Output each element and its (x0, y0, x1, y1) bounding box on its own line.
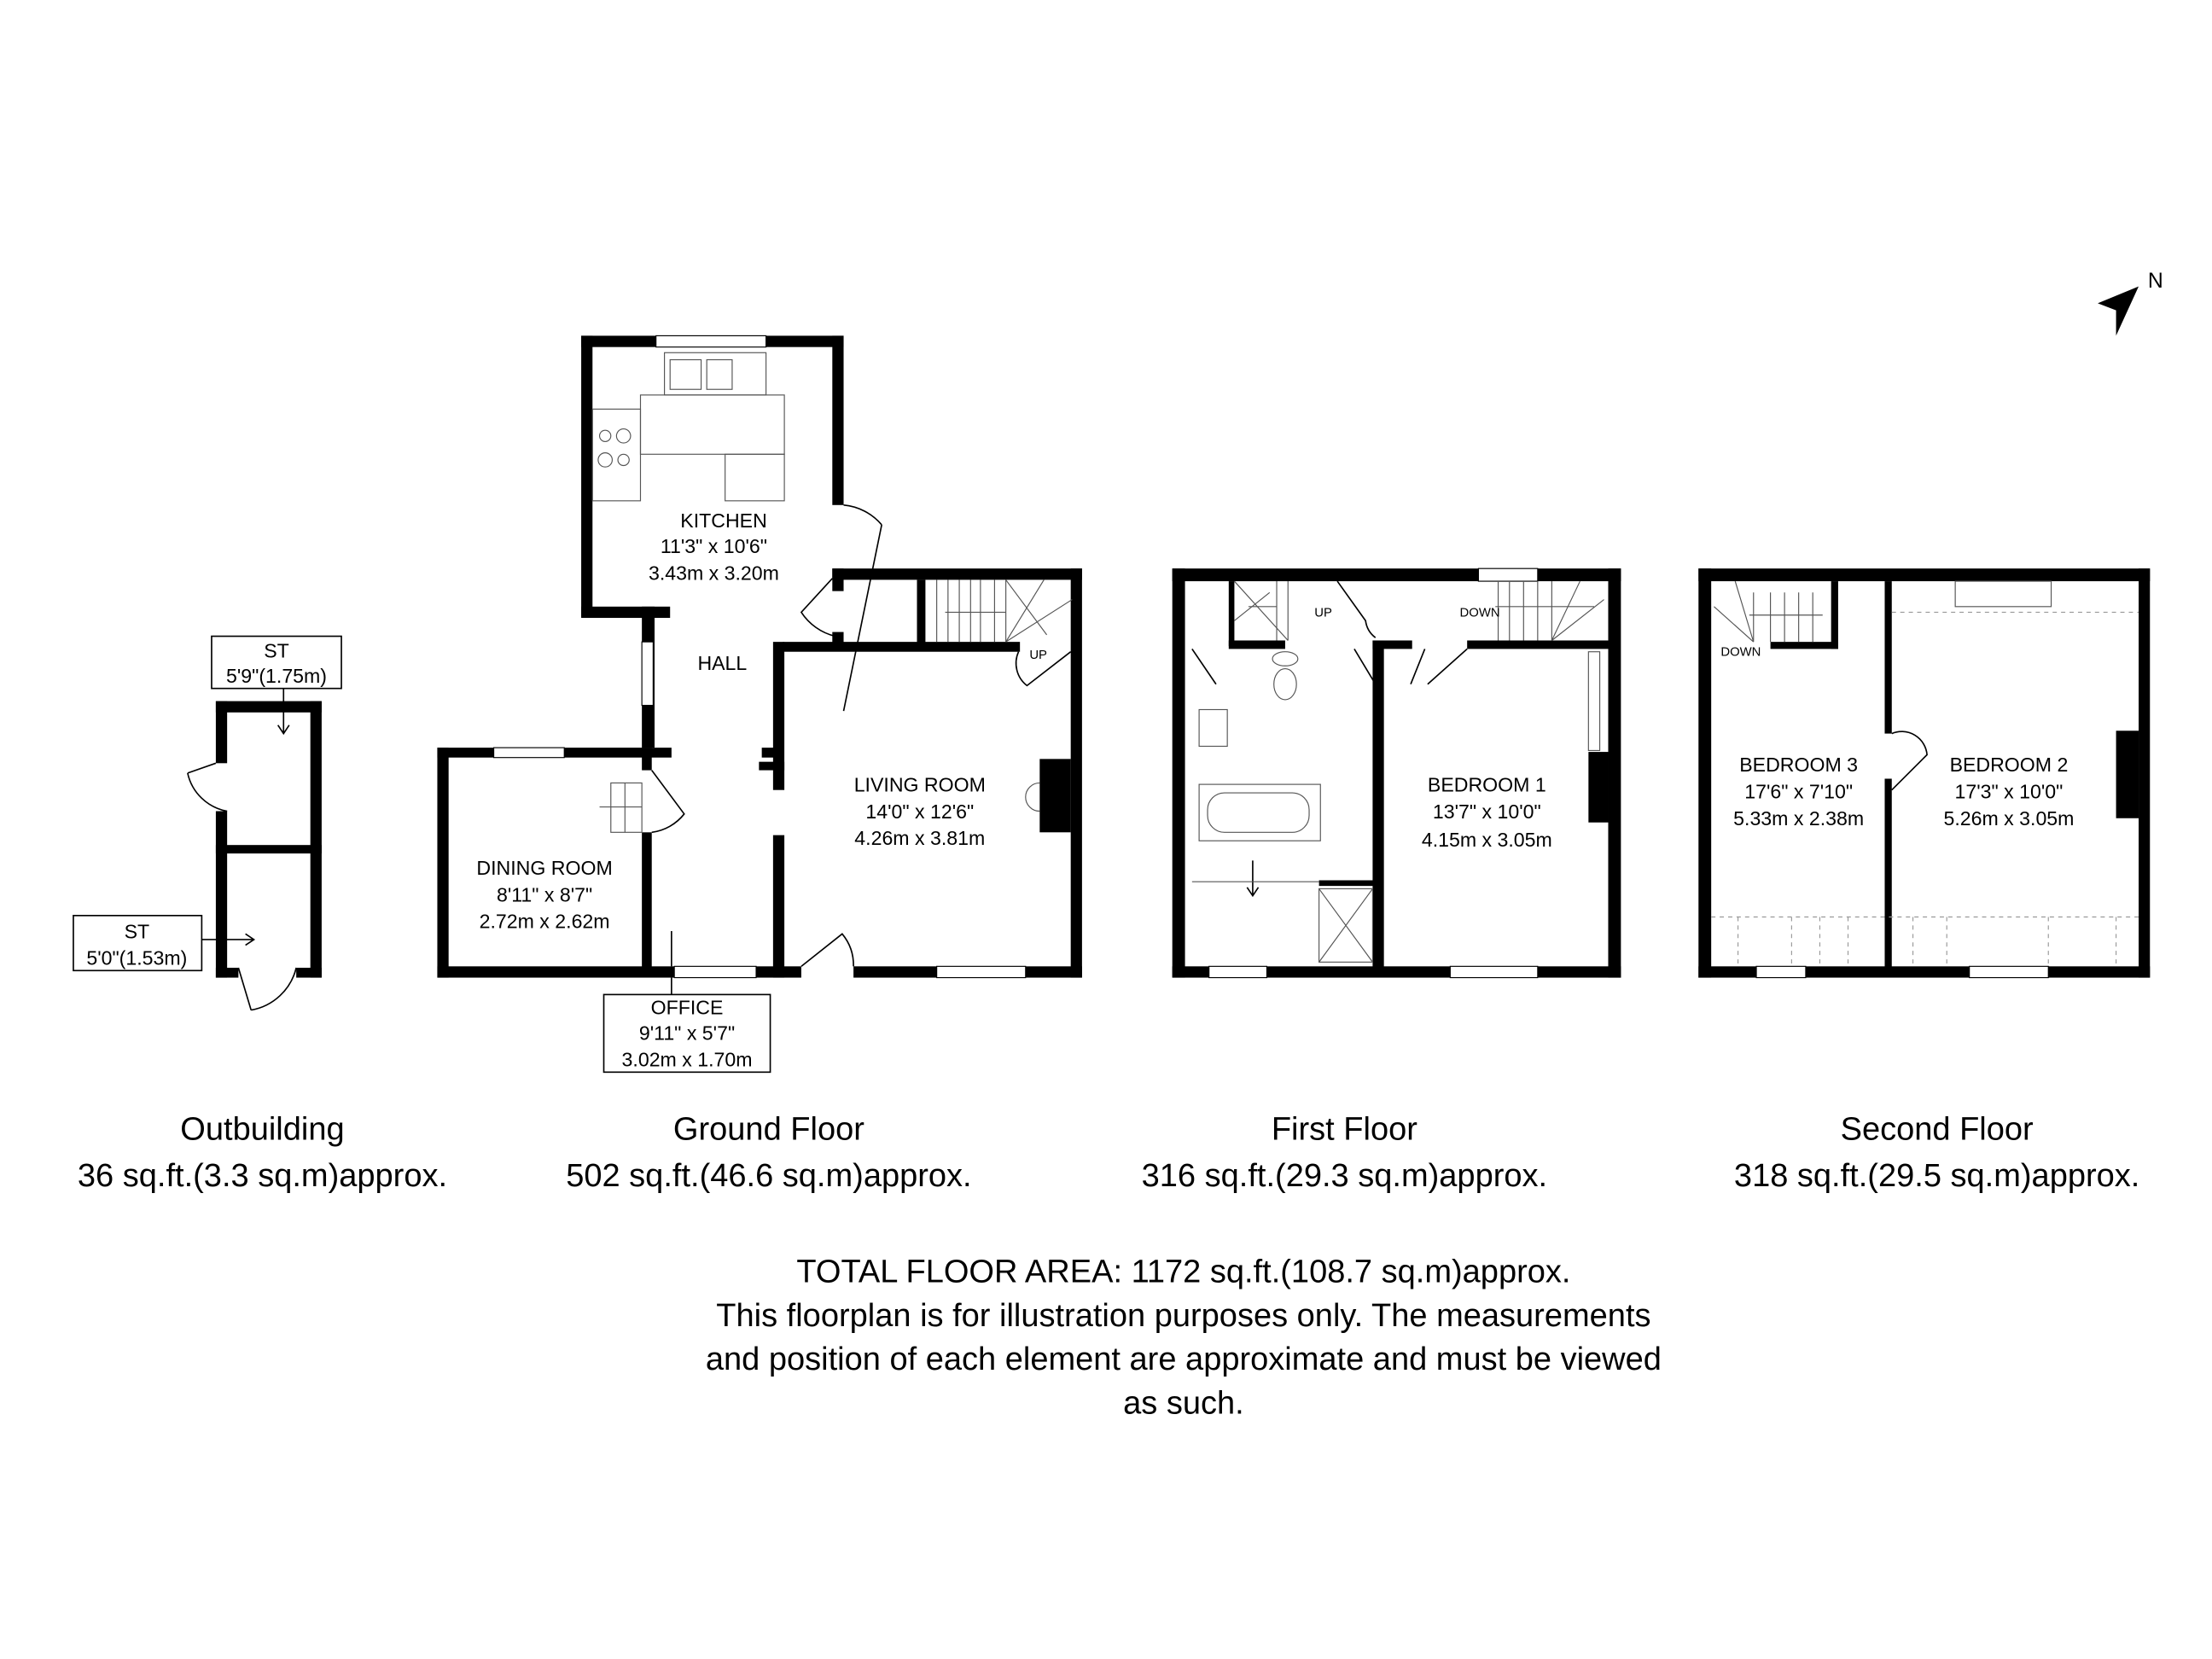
stairs-up-label: UP (1314, 606, 1332, 620)
stairs-down-label: DOWN (1460, 606, 1500, 620)
first-floor-title: First Floor (1272, 1112, 1417, 1148)
dining-room-imperial: 8'11" x 8'7" (497, 883, 592, 905)
disclaimer-line-2: and position of each element are approxi… (706, 1342, 1662, 1377)
second-floor-title: Second Floor (1841, 1112, 2034, 1148)
office-imperial: 9'11" x 5'7" (639, 1022, 735, 1044)
store-bottom-label: ST (125, 920, 150, 942)
bedroom-1-label: BEDROOM 1 (1428, 773, 1546, 795)
stairs-down-label: DOWN (1720, 646, 1761, 660)
bedroom-3-imperial: 17'6" x 7'10" (1744, 781, 1853, 803)
living-room-label: LIVING ROOM (854, 773, 986, 795)
kitchen-metric: 3.43m x 3.20m (649, 562, 779, 584)
dining-room-metric: 2.72m x 2.62m (480, 911, 610, 933)
disclaimer-line-1: This floorplan is for illustration purpo… (716, 1298, 1650, 1334)
compass-label: N (2148, 270, 2163, 293)
bedroom-1-imperial: 13'7" x 10'0" (1433, 800, 1541, 823)
second-floor-area: 318 sq.ft.(29.5 sq.m)approx. (1734, 1158, 2139, 1194)
stairs-up-label: UP (1029, 649, 1047, 662)
second-floor-plan: DOWN BEDROOM 3 17'6" x 7'10" 5.33m x 2.3… (1698, 568, 2151, 979)
first-floor-area: 316 sq.ft.(29.3 sq.m)approx. (1142, 1158, 1547, 1194)
outbuilding-plan: ST 5'9"(1.75m) ST 5'0"(1.53m) (73, 635, 342, 1011)
bedroom-2-imperial: 17'3" x 10'0" (1955, 781, 2064, 803)
bedroom-1-metric: 4.15m x 3.05m (1422, 829, 1552, 851)
bedroom-3-label: BEDROOM 3 (1739, 754, 1858, 776)
shower-icon (1318, 888, 1374, 963)
store-top-label: ST (264, 639, 289, 661)
first-floor-plan: UP DOWN BEDROOM 1 13'7" x 10'0" 4.15m x … (1172, 568, 1621, 979)
stairs-icon (1714, 580, 1823, 643)
sink-icon (1198, 708, 1228, 748)
outbuilding-area: 36 sq.ft.(3.3 sq.m)approx. (78, 1158, 447, 1194)
office-metric: 3.02m x 1.70m (622, 1049, 753, 1071)
north-compass-icon: N (2098, 270, 2163, 336)
total-floor-area: TOTAL FLOOR AREA: 1172 sq.ft.(108.7 sq.m… (796, 1254, 1570, 1290)
office-label: OFFICE (651, 997, 724, 1019)
ground-floor-title: Ground Floor (673, 1112, 864, 1148)
ground-floor-plan: UP KITCHEN 11'3" x 10'6" 3.43m x 3.20m H… (437, 335, 1082, 1074)
store-bottom-size: 5'0"(1.53m) (86, 947, 187, 969)
bedroom-2-metric: 5.26m x 3.05m (1943, 807, 2074, 830)
hall-label: HALL (697, 652, 747, 674)
living-room-imperial: 14'0" x 12'6" (865, 800, 974, 823)
kitchen-imperial: 11'3" x 10'6" (661, 535, 767, 557)
toilet-icon (1272, 651, 1299, 701)
dining-room-label: DINING ROOM (476, 857, 612, 879)
bedroom-3-metric: 5.33m x 2.38m (1733, 807, 1864, 830)
stairs-icon (936, 579, 1073, 687)
disclaimer-line-3: as such. (1123, 1385, 1244, 1421)
kitchen-label: KITCHEN (680, 509, 767, 532)
bath-icon (1198, 783, 1321, 841)
hob-icon (597, 428, 632, 468)
ground-floor-area: 502 sq.ft.(46.6 sq.m)approx. (566, 1158, 971, 1194)
outbuilding-title: Outbuilding (180, 1112, 344, 1148)
stairs-icon (1233, 580, 1604, 641)
living-room-metric: 4.26m x 3.81m (854, 827, 985, 849)
bedroom-2-label: BEDROOM 2 (1950, 754, 2069, 776)
store-top-size: 5'9"(1.75m) (226, 665, 327, 687)
